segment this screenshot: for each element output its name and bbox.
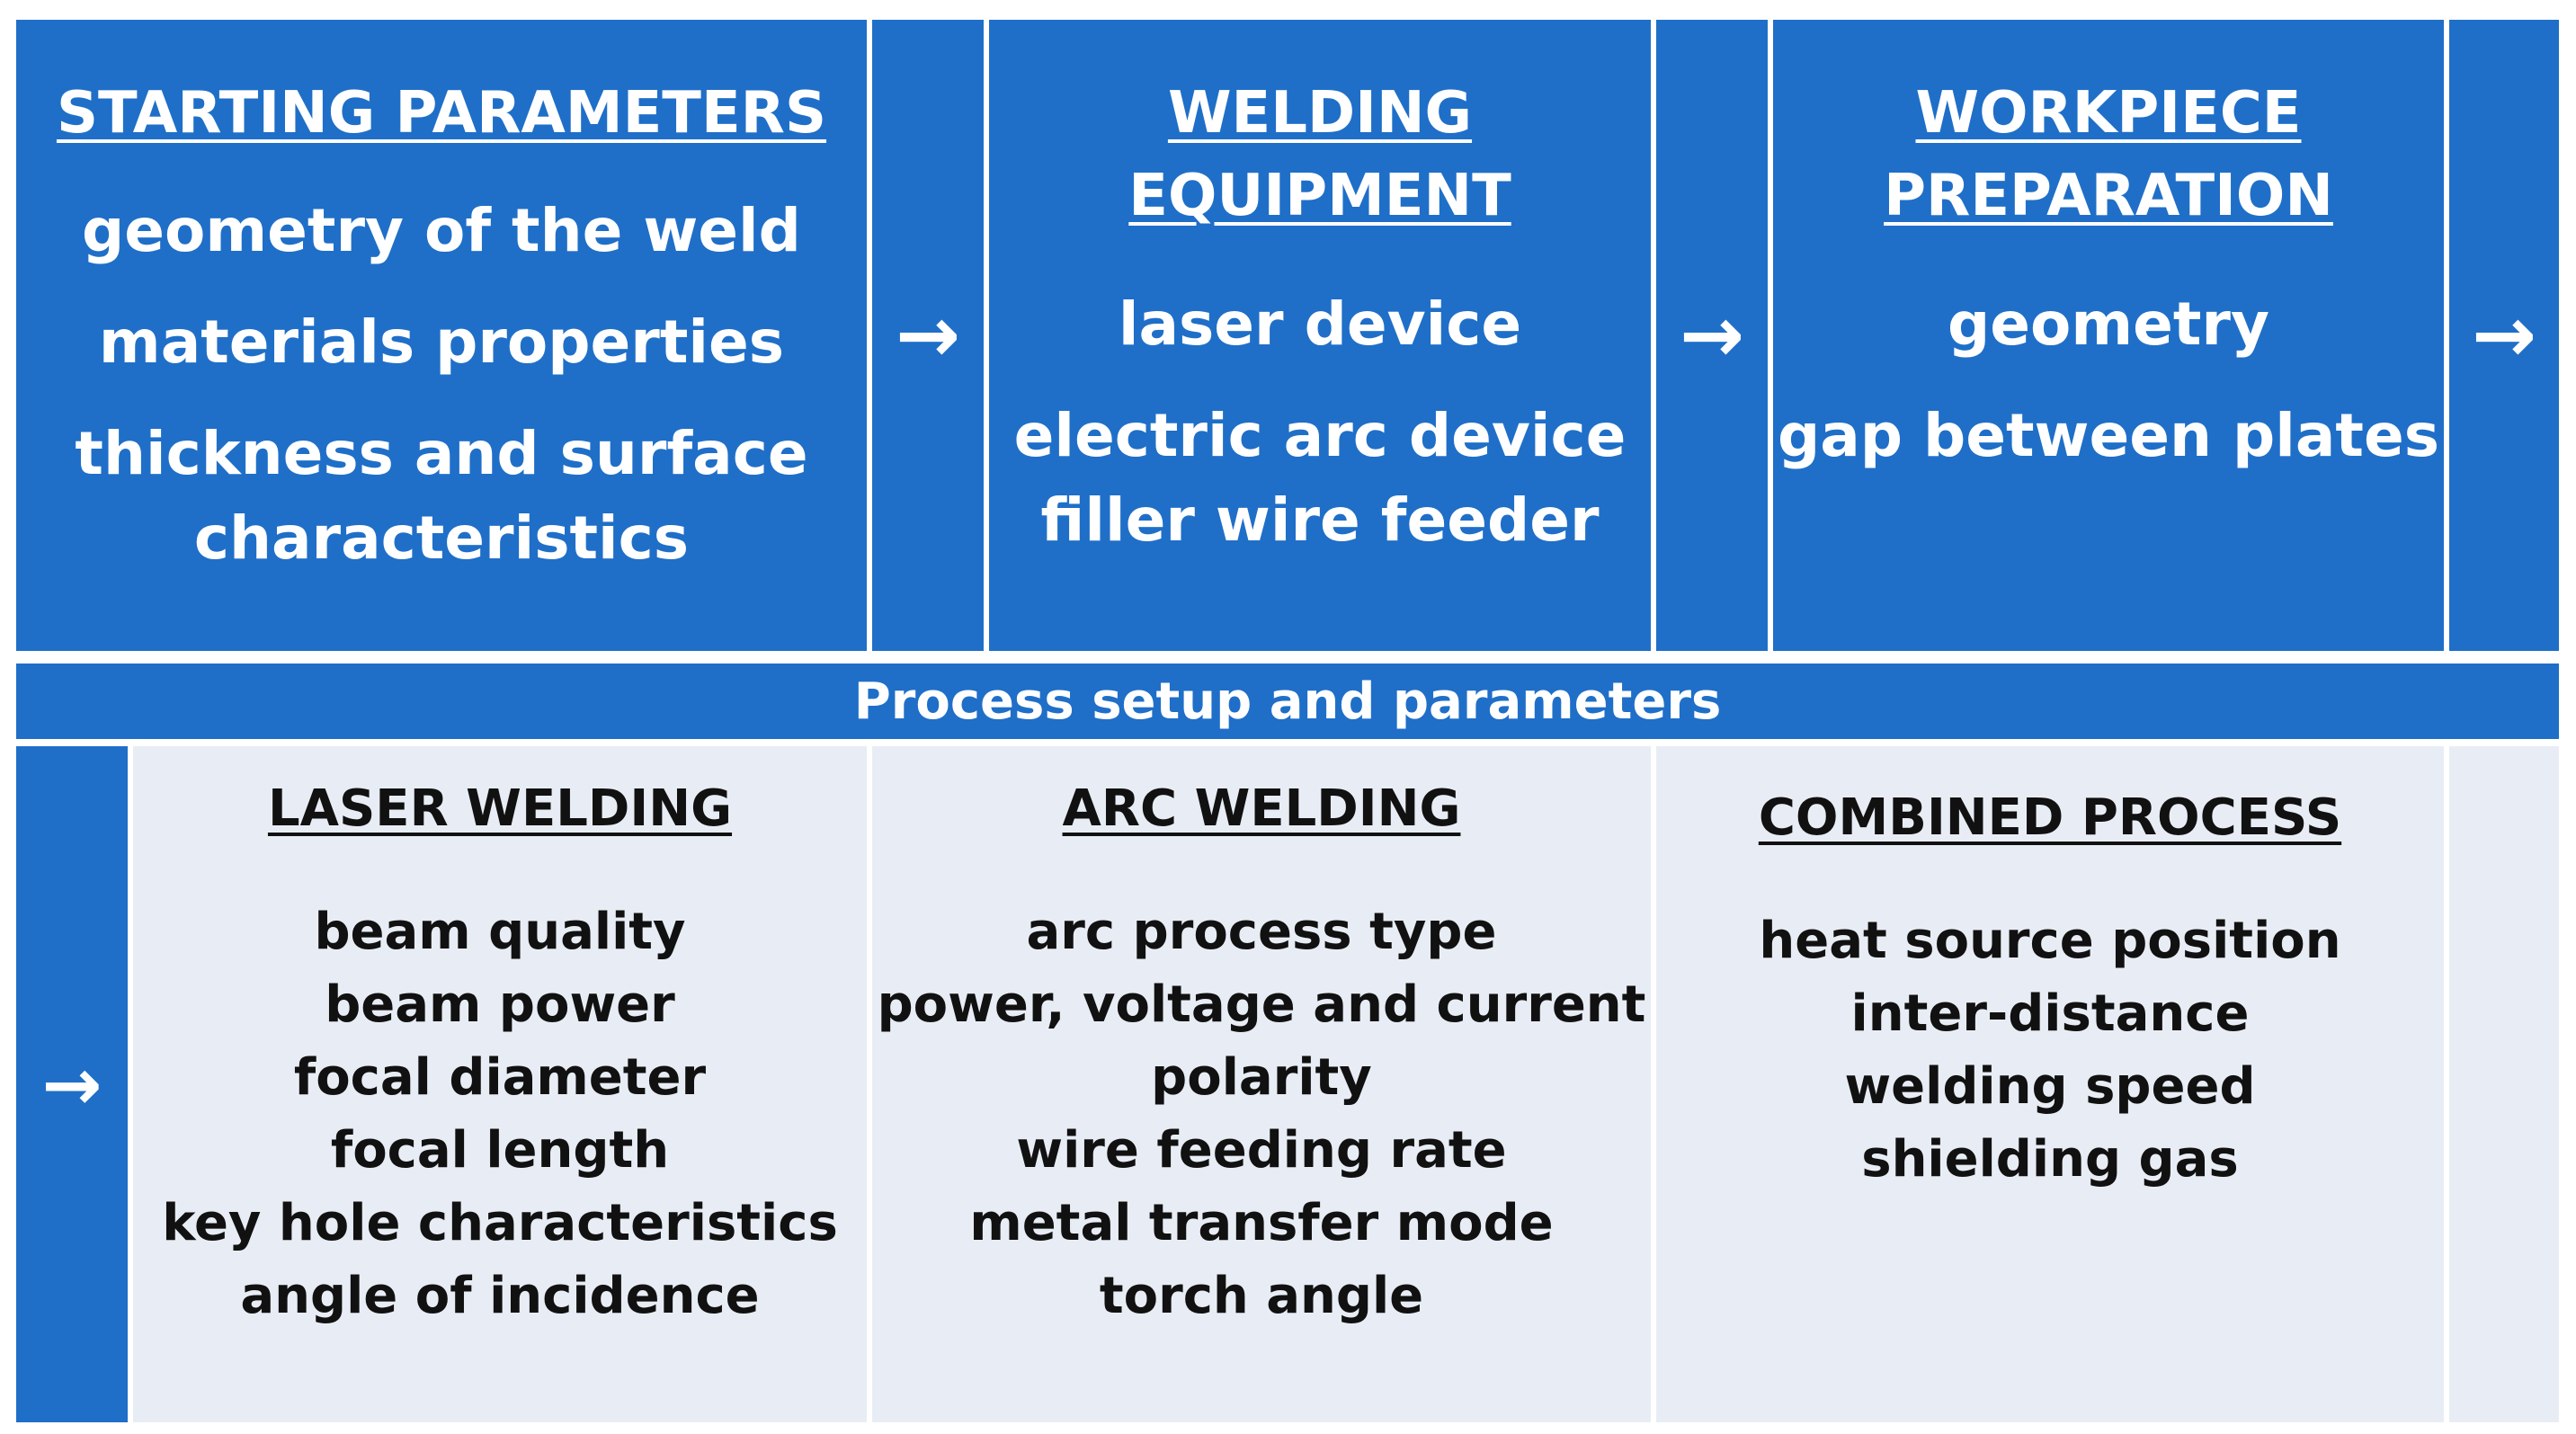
- combined-process-list: heat source position inter-distance weld…: [1759, 904, 2340, 1196]
- list-item: metal transfer mode: [969, 1194, 1554, 1252]
- list-item: geometry: [1947, 289, 2269, 359]
- list-item: welding speed: [1844, 1057, 2256, 1116]
- panel-starting-parameters: STARTING PARAMETERS geometry of the weld…: [16, 20, 867, 651]
- list-item: materials properties: [98, 307, 785, 377]
- list-item: heat source position: [1759, 912, 2341, 970]
- list-item: electric arc device filler wire feeder: [1013, 401, 1627, 555]
- panel-combined-process: COMBINED PROCESS heat source position in…: [1656, 746, 2444, 1422]
- arrow-right-icon: →: [2449, 20, 2559, 651]
- list-item: wire feeding rate: [1016, 1121, 1507, 1180]
- list-item: geometry of the weld: [82, 196, 801, 265]
- panel-laser-welding: LASER WELDING beam quality beam power fo…: [133, 746, 867, 1422]
- list-item: inter-distance: [1850, 984, 2250, 1043]
- list-item: shielding gas: [1861, 1130, 2239, 1189]
- process-setup-banner: Process setup and parameters: [16, 664, 2559, 739]
- list-item: beam quality: [314, 903, 686, 961]
- panel-workpiece-preparation: WORKPIECE PREPARATION geometry gap betwe…: [1773, 20, 2444, 651]
- laser-welding-title: LASER WELDING: [267, 779, 733, 838]
- list-item: laser device: [1118, 289, 1522, 359]
- workpiece-preparation-list: geometry gap between plates: [1778, 282, 2439, 478]
- laser-welding-list: beam quality beam power focal diameter f…: [162, 895, 838, 1332]
- arrow-right-icon: →: [1656, 20, 1768, 651]
- list-item: arc process type: [1026, 903, 1497, 961]
- list-item: torch angle: [1099, 1267, 1424, 1325]
- workpiece-preparation-title: WORKPIECE PREPARATION: [1884, 80, 2333, 229]
- panel-spacer: [2449, 746, 2559, 1422]
- panel-arc-welding: ARC WELDING arc process type power, volt…: [872, 746, 1651, 1422]
- list-item: angle of incidence: [240, 1267, 760, 1325]
- panel-welding-equipment: WELDING EQUIPMENT laser device electric …: [989, 20, 1651, 651]
- arrow-right-icon: →: [872, 20, 984, 651]
- list-item: key hole characteristics: [162, 1194, 838, 1252]
- list-item: gap between plates: [1777, 401, 2440, 470]
- list-item: beam power: [325, 975, 675, 1034]
- welding-equipment-list: laser device electric arc device filler …: [1014, 282, 1627, 563]
- welding-equipment-title: WELDING EQUIPMENT: [1128, 80, 1511, 229]
- starting-parameters-list: geometry of the weld materials propertie…: [75, 189, 807, 581]
- list-item: focal diameter: [293, 1048, 707, 1107]
- arc-welding-title: ARC WELDING: [1062, 779, 1461, 838]
- list-item: thickness and surface characteristics: [75, 419, 808, 573]
- combined-process-title: COMBINED PROCESS: [1758, 788, 2342, 847]
- arc-welding-list: arc process type power, voltage and curr…: [878, 895, 1646, 1332]
- list-item: power, voltage and current: [877, 975, 1646, 1034]
- starting-parameters-title: STARTING PARAMETERS: [56, 80, 827, 147]
- list-item: polarity: [1151, 1048, 1372, 1107]
- list-item: focal length: [330, 1121, 670, 1180]
- arrow-right-icon: →: [16, 746, 128, 1422]
